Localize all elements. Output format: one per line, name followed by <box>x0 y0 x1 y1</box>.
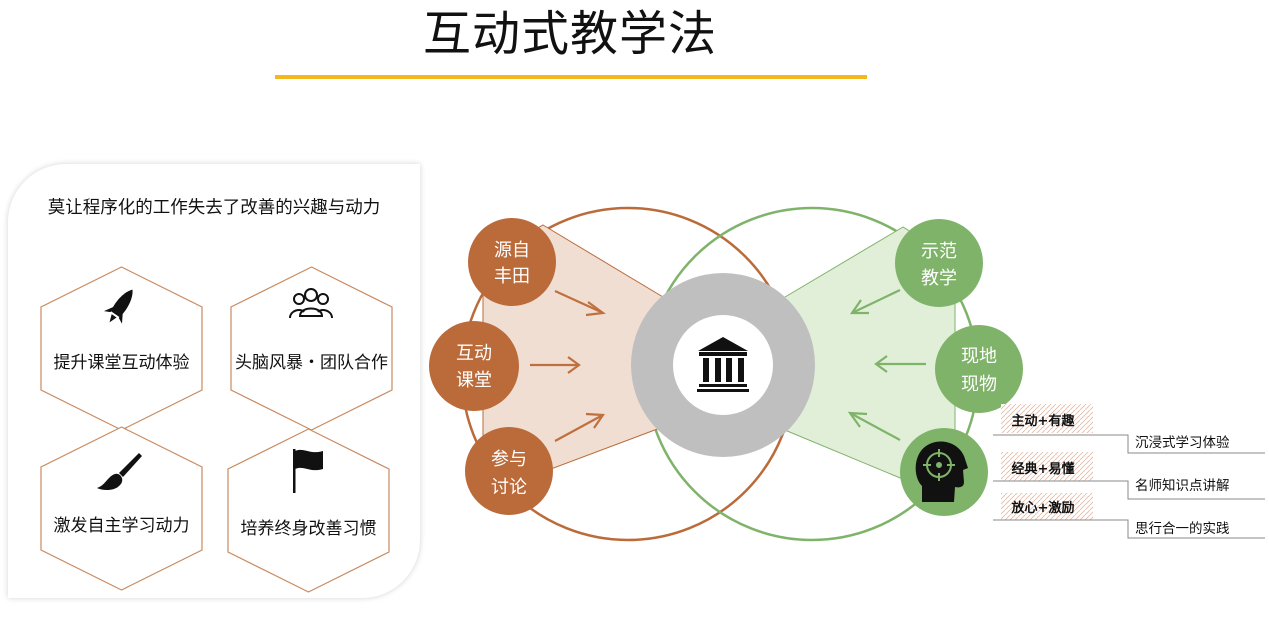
svg-text:经典+易懂: 经典+易懂 <box>1012 461 1075 477</box>
svg-text:主动+有趣: 主动+有趣 <box>1012 413 1076 429</box>
hex-card-teamwork: 头脑风暴・团队合作 <box>229 266 394 431</box>
hex-card-interaction: 提升课堂互动体验 <box>39 266 204 431</box>
tag-row-2: 经典+易懂 名师知识点讲解 <box>993 452 1265 500</box>
svg-text:源自: 源自 <box>494 240 530 261</box>
node-interactive-class: 互动 课堂 <box>429 321 519 411</box>
node-on-site: 现地 现物 <box>935 325 1023 413</box>
hex-card-motivation: 激发自主学习动力 <box>39 426 204 591</box>
rocket-icon <box>103 289 133 324</box>
svg-text:互动: 互动 <box>456 343 492 364</box>
tag-row-3: 放心+激励 思行合一的实践 <box>993 493 1265 539</box>
svg-text:丰田: 丰田 <box>494 266 530 287</box>
tag-row-1: 主动+有趣 沉浸式学习体验 <box>993 404 1265 454</box>
paintbrush-icon <box>97 453 142 491</box>
institution-icon <box>697 337 749 392</box>
svg-text:参与: 参与 <box>491 449 527 470</box>
hex-label: 培养终身改善习惯 <box>240 519 377 539</box>
hex-label: 头脑风暴・团队合作 <box>235 353 388 373</box>
svg-text:沉浸式学习体验: 沉浸式学习体验 <box>1135 435 1230 451</box>
svg-text:放心+激励: 放心+激励 <box>1011 500 1075 516</box>
svg-text:思行合一的实践: 思行合一的实践 <box>1135 521 1230 537</box>
hexagon-outline <box>227 428 390 593</box>
svg-text:现地: 现地 <box>961 346 997 367</box>
node-toyota: 源自 丰田 <box>468 218 556 306</box>
left-arrows <box>530 289 606 442</box>
page-title: 互动式教学法 <box>422 6 717 62</box>
center-core <box>673 315 773 415</box>
hex-label: 激发自主学习动力 <box>53 516 190 536</box>
svg-text:课堂: 课堂 <box>456 370 492 391</box>
team-icon <box>289 288 333 319</box>
hex-label: 提升课堂互动体验 <box>53 353 190 373</box>
svg-text:讨论: 讨论 <box>491 477 527 498</box>
flag-icon <box>293 449 323 493</box>
title-underline <box>275 75 867 79</box>
hex-card-habits: 培养终身改善习惯 <box>226 428 391 593</box>
svg-text:示范: 示范 <box>921 241 957 262</box>
benefits-panel: 莫让程序化的工作失去了改善的兴趣与动力 提升课堂互动体验 <box>8 164 420 598</box>
svg-text:教学: 教学 <box>921 268 957 289</box>
panel-heading: 莫让程序化的工作失去了改善的兴趣与动力 <box>47 198 381 218</box>
svg-text:名师知识点讲解: 名师知识点讲解 <box>1135 477 1230 494</box>
node-demonstration: 示范 教学 <box>895 219 983 307</box>
interactive-teaching-diagram: 源自 丰田 互动 课堂 参与 讨论 示范 教学 现地 现物 <box>429 206 1265 542</box>
node-discussion: 参与 讨论 <box>465 427 553 515</box>
target-head-icon <box>915 441 968 502</box>
node-target-head <box>900 428 988 516</box>
hexagon-outline <box>40 426 203 591</box>
right-arrows <box>847 289 926 441</box>
svg-text:现物: 现物 <box>961 374 997 395</box>
